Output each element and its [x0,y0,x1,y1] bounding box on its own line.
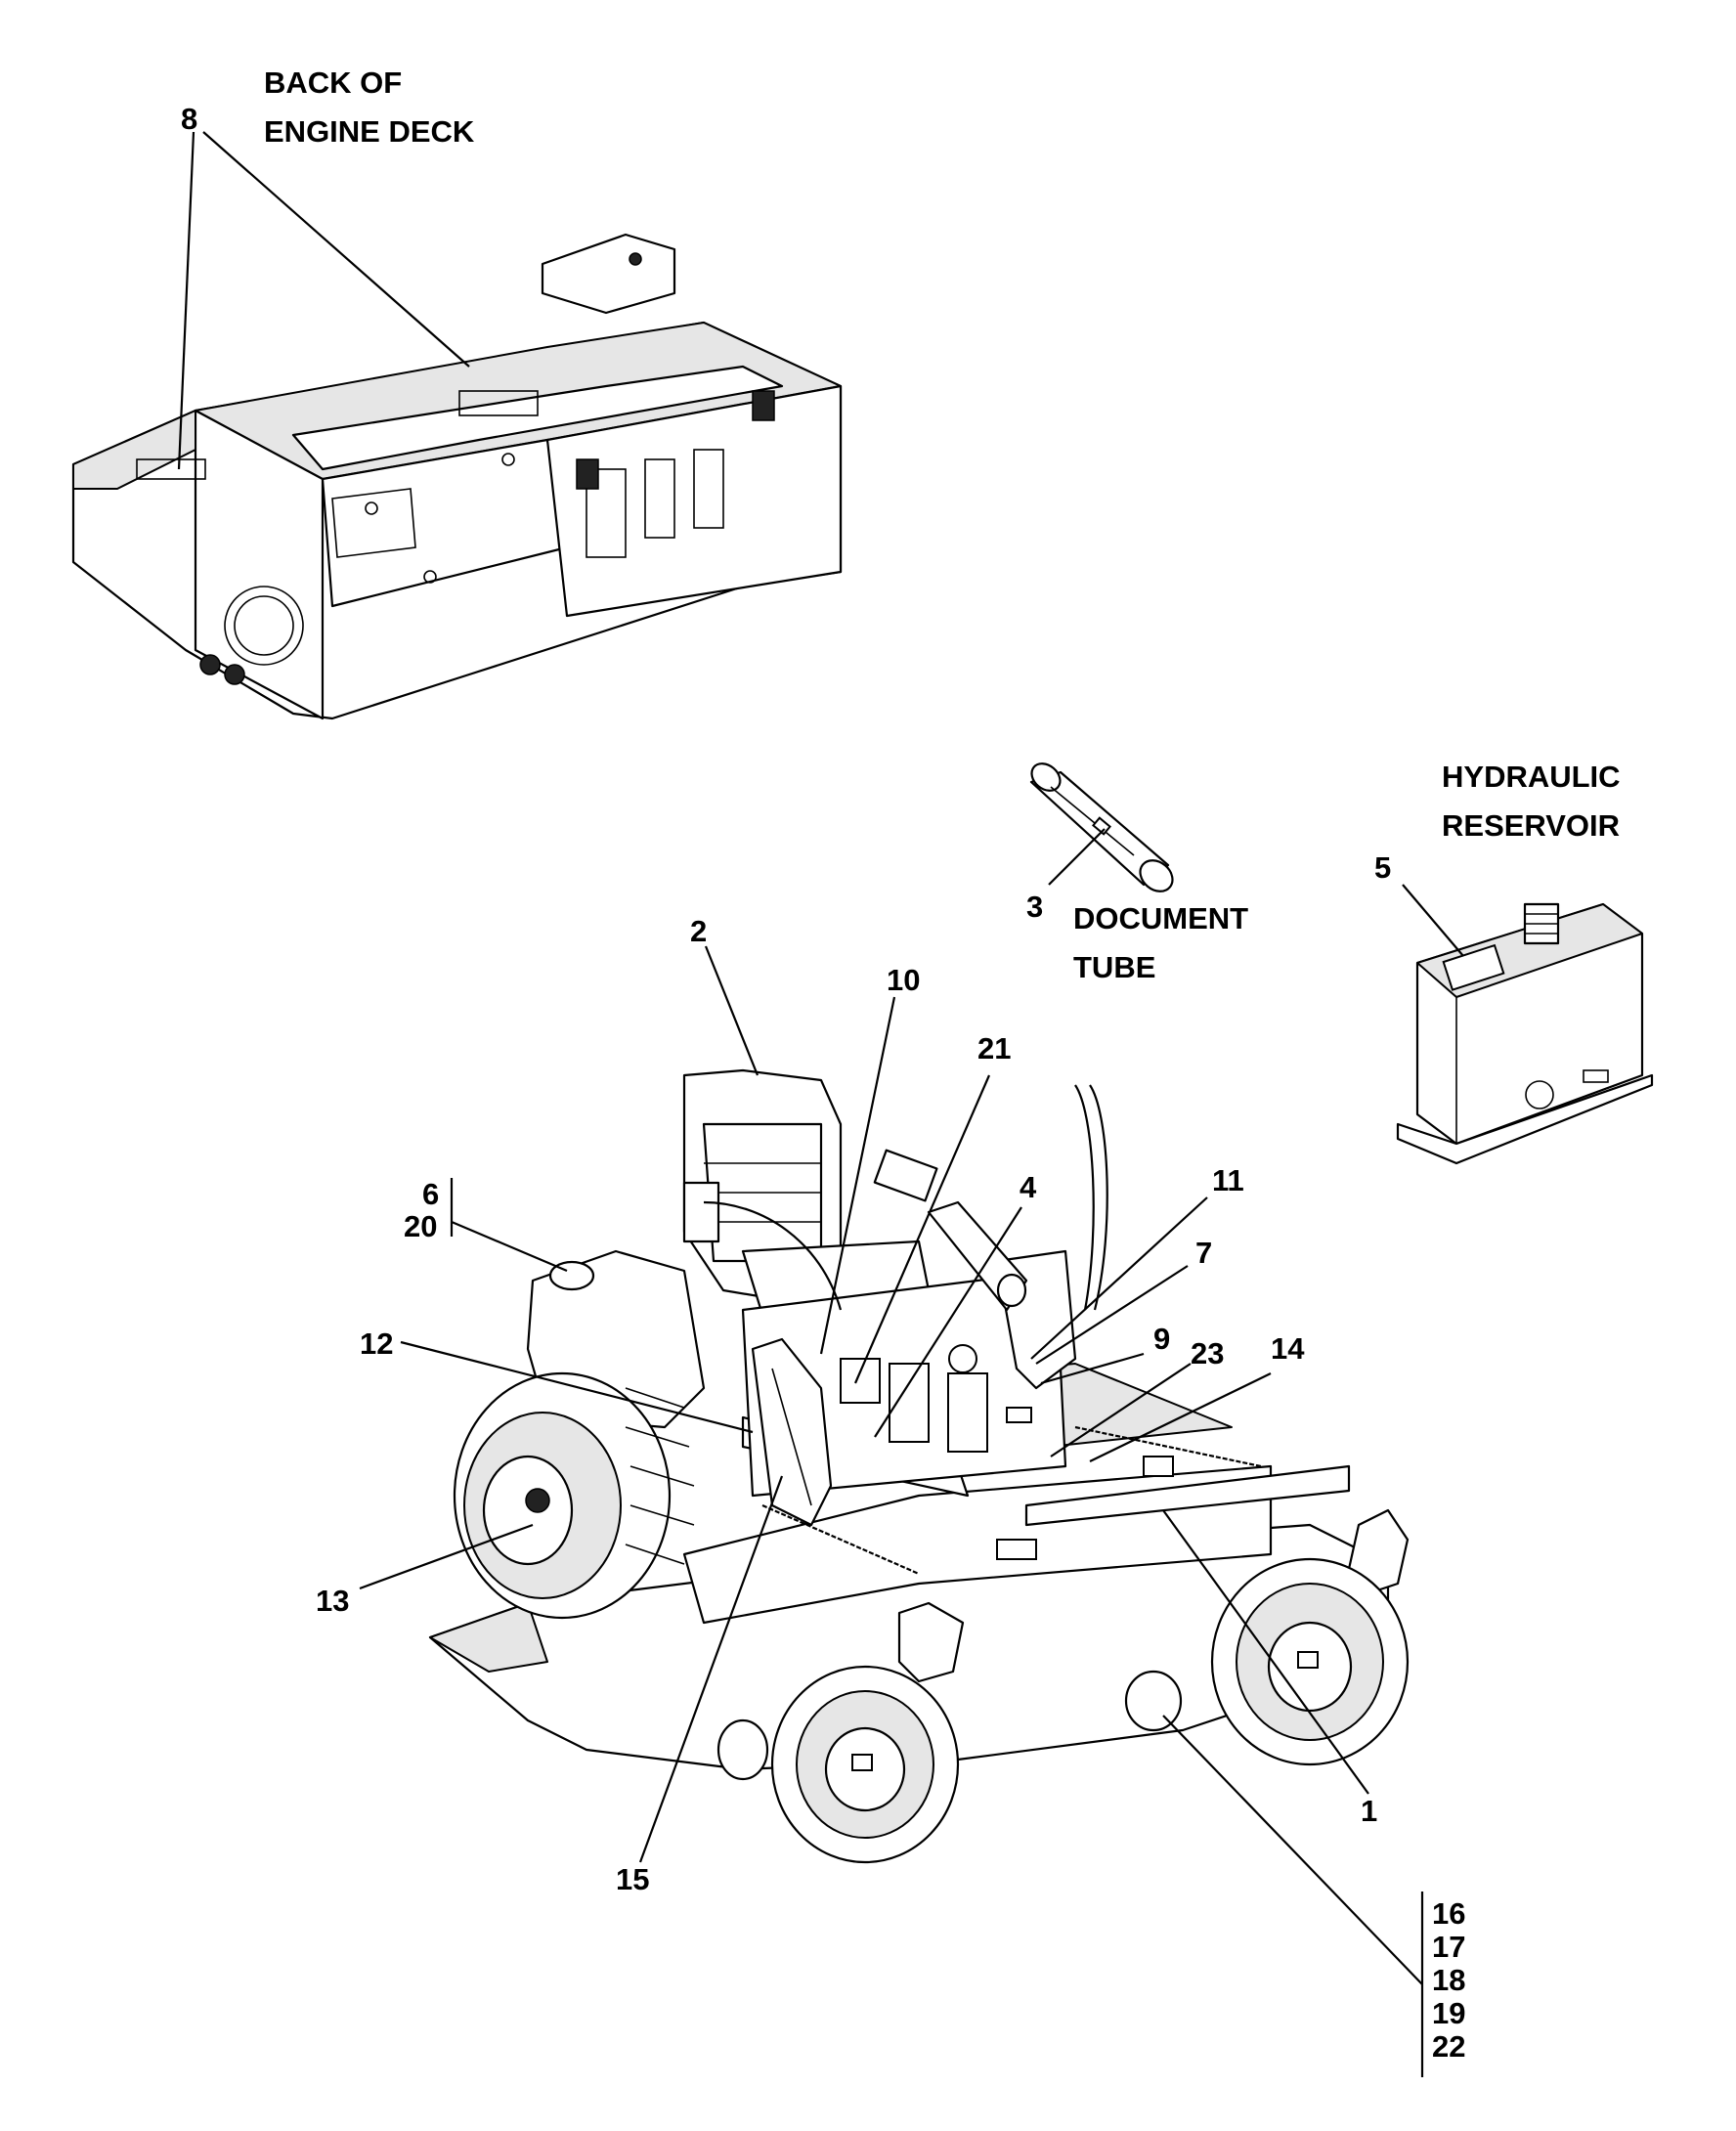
callout-5: 5 [1374,850,1391,885]
callout-14: 14 [1271,1331,1305,1366]
callout-23: 23 [1191,1336,1224,1370]
callout-2: 2 [690,914,707,948]
caption-engine-deck-line1: BACK OF [264,65,402,100]
callout-17: 17 [1432,1930,1465,1964]
callout-8: 8 [181,102,197,136]
caption-hydraulic-line2: RESERVOIR [1442,808,1620,843]
caption-engine-deck-line2: ENGINE DECK [264,114,475,149]
caption-document-line1: DOCUMENT [1073,901,1248,935]
callout-9: 9 [1153,1322,1170,1356]
callout-3: 3 [1026,890,1043,924]
callout-19: 19 [1432,1996,1465,2030]
callout-16: 16 [1432,1896,1465,1931]
callout-6: 6 [422,1177,439,1211]
callout-13: 13 [316,1584,349,1618]
leader-lines [177,131,1464,2077]
callout-18: 18 [1432,1963,1465,1997]
front-left-caster [770,1601,965,1864]
callout-11: 11 [1212,1163,1244,1197]
front-right-caster [1210,1508,1410,1766]
hydraulic-reservoir-illustration [1396,902,1654,1165]
callout-numbers: 8 3 5 2 10 21 4 11 7 9 23 14 6 20 12 13 … [181,102,1465,2064]
callout-22: 22 [1432,2029,1465,2064]
document-tube-illustration [1029,762,1174,892]
rear-tire [453,1371,695,1620]
callout-7: 7 [1195,1236,1212,1270]
callout-10: 10 [887,963,920,997]
callout-21: 21 [977,1031,1011,1066]
callout-1: 1 [1361,1794,1377,1828]
callout-12: 12 [360,1326,393,1361]
callout-4: 4 [1020,1170,1037,1204]
engine-deck-illustration [71,233,843,720]
captions: BACK OF ENGINE DECK HYDRAULIC RESERVOIR … [264,65,1621,984]
mower-illustration [428,1068,1410,1864]
caption-document-line2: TUBE [1073,950,1155,984]
callout-15: 15 [616,1862,649,1896]
caption-hydraulic-line1: HYDRAULIC [1442,760,1621,794]
callout-20: 20 [404,1209,437,1243]
